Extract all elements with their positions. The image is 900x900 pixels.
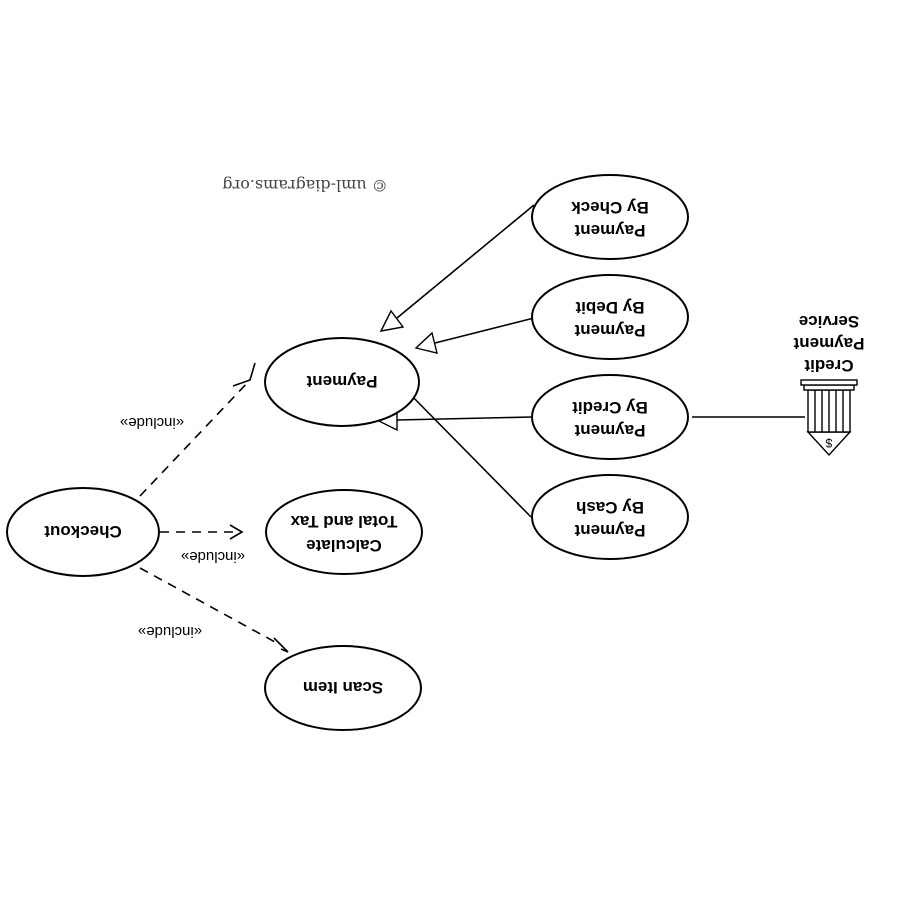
include-arrowhead <box>229 524 244 540</box>
use-case-payment-by-check[interactable]: Payment By Check <box>531 174 689 260</box>
use-case-label-line-1: Payment <box>574 221 645 240</box>
copyright-text: © uml-diagrams.org <box>222 176 387 195</box>
use-case-payment-by-debit[interactable]: Payment By Debit <box>531 274 689 360</box>
use-case-label-line-2: By Cash <box>576 498 644 517</box>
include-label-calculate: «include» <box>181 548 245 565</box>
actor-label-line-2: Payment <box>793 334 864 353</box>
actor-label-line-1: Credit <box>804 356 853 375</box>
generalization-line-by-credit <box>396 416 533 421</box>
use-case-label-line-1: Payment <box>574 521 645 540</box>
use-case-calculate-total-and-tax[interactable]: Calculate Total and Tax <box>265 489 423 575</box>
use-case-payment-by-cash[interactable]: Payment By Cash <box>531 474 689 560</box>
use-case-label-line-1: Calculate <box>306 536 382 555</box>
use-case-label-line-2: By Credit <box>572 398 648 417</box>
generalization-arrowhead <box>379 309 405 332</box>
use-case-label-line-2: Total and Tax <box>290 512 398 531</box>
use-case-label-line-2: By Check <box>571 198 649 217</box>
dollar-symbol: $ <box>825 436 832 450</box>
use-case-checkout[interactable]: Checkout <box>6 487 160 577</box>
use-case-label: Checkout <box>44 522 122 541</box>
bank-icon: $ <box>800 379 858 457</box>
include-label-scan-item: «include» <box>138 623 202 640</box>
use-case-scan-item[interactable]: Scan Item <box>264 645 422 731</box>
generalization-arrowhead <box>414 331 438 354</box>
generalization-line-by-check <box>404 388 532 518</box>
use-case-label-line-2: By Debit <box>575 298 644 317</box>
include-line-scan-item <box>139 567 276 643</box>
actor-credit-payment-service[interactable]: $ Credit Payment Service <box>793 312 864 457</box>
use-case-label: Scan Item <box>303 678 383 697</box>
include-arrowhead <box>232 362 256 387</box>
use-case-label-line-1: Payment <box>574 321 645 340</box>
use-case-label-line-1: Payment <box>574 421 645 440</box>
use-case-payment-by-credit[interactable]: Payment By Credit <box>531 374 689 460</box>
generalization-line-by-debit <box>434 317 535 344</box>
include-arrowhead <box>273 637 289 653</box>
use-case-payment[interactable]: Payment <box>264 337 420 427</box>
use-case-label: Payment <box>306 372 377 391</box>
include-line-payment <box>139 379 251 497</box>
generalization-line-by-cash <box>396 204 535 319</box>
include-label-payment: «include» <box>120 414 184 431</box>
actor-label-line-3: Service <box>799 312 860 331</box>
